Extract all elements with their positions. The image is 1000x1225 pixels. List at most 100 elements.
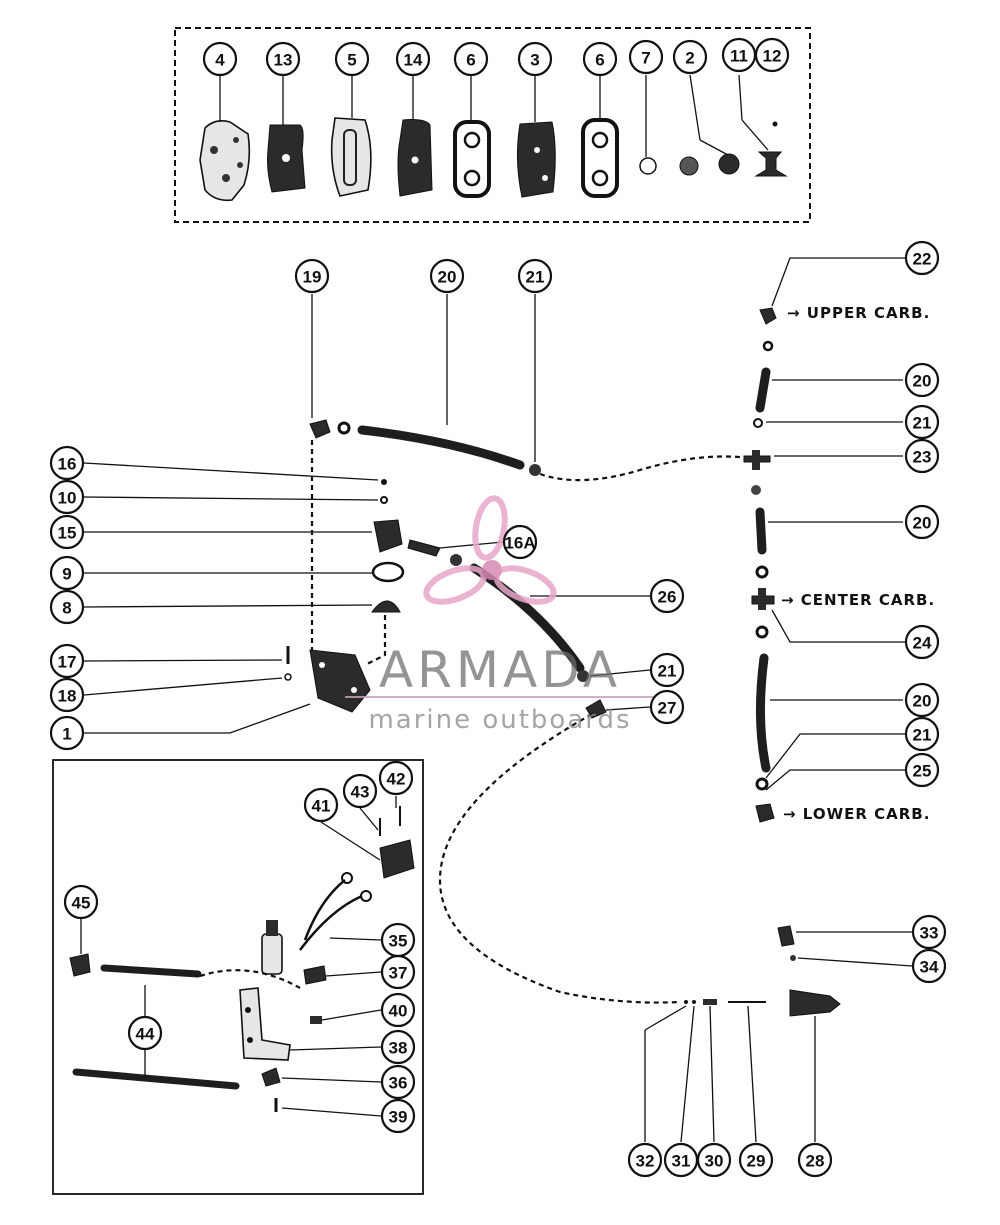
callout-circle [672,39,708,75]
callout-33: 33 [911,914,947,950]
lower-carb-label: → LOWER CARB. [783,805,930,823]
callout-31: 31 [663,1142,699,1178]
callout-circle [202,41,238,77]
callout-circle [342,773,378,809]
callout-circle [628,39,664,75]
callout-circle [49,445,85,481]
callout-number: 19 [303,268,322,287]
callout-circle [49,514,85,550]
callout-number: 44 [136,1025,155,1044]
callout-number: 14 [404,51,423,70]
callout-3: 3 [517,41,553,77]
callout-circle [904,362,940,398]
callout-circle [453,41,489,77]
callout-number: 29 [747,1152,766,1171]
callout-21: 21 [517,258,553,294]
callout-circle [303,787,339,823]
callout-number: 25 [913,762,932,781]
callout-number: 38 [389,1039,408,1058]
callout-35: 35 [380,922,416,958]
propeller-logo [423,495,557,605]
callout-circle [395,41,431,77]
callout-44: 44 [127,1015,163,1051]
main-leaders [83,257,922,1143]
part-diaphragm [516,121,556,198]
callout-21: 21 [904,404,940,440]
callout-20: 20 [904,362,940,398]
callout-6: 6 [582,41,618,77]
callout-6: 6 [453,41,489,77]
callout-number: 35 [389,932,408,951]
part-o-ring [639,157,657,175]
callout-circle [649,689,685,725]
callout-circle [738,1142,774,1178]
callout-circle [49,677,85,713]
callout-23: 23 [904,438,940,474]
callout-number: 42 [387,770,406,789]
callout-number: 1 [62,725,71,744]
callout-number: 24 [913,634,932,653]
repair-kit-box [174,27,811,223]
callout-number: 21 [913,414,932,433]
callout-circle [63,884,99,920]
callout-number: 9 [62,565,71,584]
callout-number: 20 [438,268,457,287]
callout-circle [49,479,85,515]
callout-circle [380,954,416,990]
callout-number: 7 [641,49,650,68]
callout-circle [49,715,85,751]
callout-18: 18 [49,677,85,713]
callout-circle [627,1142,663,1178]
callout-20: 20 [429,258,465,294]
callout-number: 21 [913,726,932,745]
callout-number: 34 [920,958,939,977]
callout-circle [502,524,538,560]
callout-15: 15 [49,514,85,550]
callout-number: 21 [658,662,677,681]
armada-watermark: ARMADA marine outboards [345,495,655,735]
callout-circle [334,41,370,77]
callout-number: 17 [58,653,77,672]
center-carb-label: → CENTER CARB. [781,591,935,609]
callout-number: 11 [730,47,748,66]
callout-circle [49,643,85,679]
callout-number: 13 [274,51,293,70]
callout-number: 6 [595,51,604,70]
callout-21: 21 [904,716,940,752]
callout-number: 39 [389,1108,408,1127]
callout-number: 28 [806,1152,825,1171]
part-check-valve-b [718,153,740,175]
part-pump-body [330,117,372,197]
callout-1: 1 [49,715,85,751]
callout-number: 40 [389,1002,408,1021]
callout-number: 16A [504,534,535,553]
callout-number: 15 [58,524,77,543]
callout-number: 8 [62,599,71,618]
callout-5: 5 [334,41,370,77]
callout-37: 37 [380,954,416,990]
callout-number: 21 [526,268,545,287]
callout-circle [911,948,947,984]
callout-43: 43 [342,773,378,809]
callout-circle [378,760,414,796]
callout-number: 26 [658,588,677,607]
callout-32: 32 [627,1142,663,1178]
callout-21: 21 [649,652,685,688]
callout-circle [127,1015,163,1051]
callout-number: 2 [685,49,694,68]
callout-circle [380,992,416,1028]
callout-40: 40 [380,992,416,1028]
callout-number: 10 [58,489,77,508]
callout-circle [429,258,465,294]
fuel-lines [284,307,841,1017]
kit-leaders [219,74,769,157]
part-screw-12 [772,121,778,127]
callout-39: 39 [380,1098,416,1134]
callout-circle [517,258,553,294]
callout-circle [904,624,940,660]
callout-number: 41 [312,797,331,816]
callout-circle [904,404,940,440]
callout-24: 24 [904,624,940,660]
